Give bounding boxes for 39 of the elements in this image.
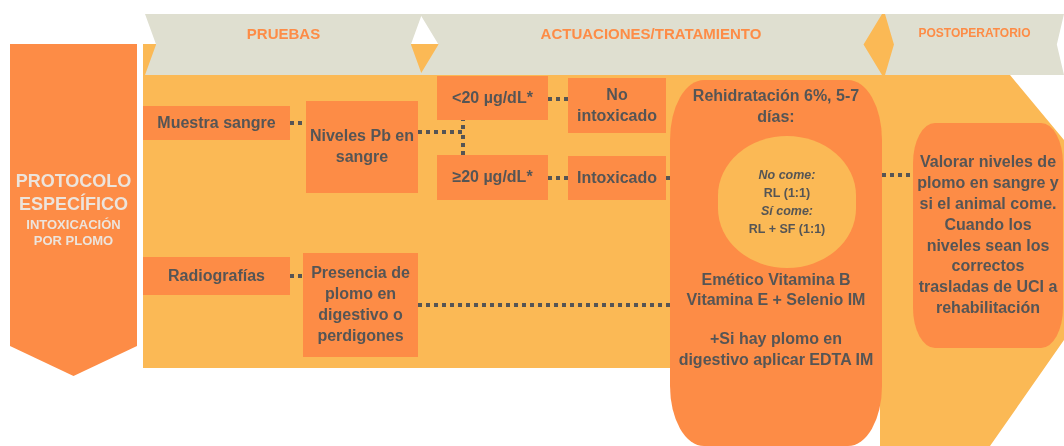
process-box xyxy=(568,78,666,133)
process-box xyxy=(143,106,290,140)
postoperative-box xyxy=(913,123,1063,348)
box-text: Niveles Pb en sangre xyxy=(308,126,415,167)
process-box xyxy=(303,253,418,357)
process-box xyxy=(143,257,290,295)
header-label: POSTOPERATORIO xyxy=(917,25,1032,42)
box-text: ≥20 µg/dL* xyxy=(451,167,534,188)
box-text: Muestra sangre xyxy=(156,112,277,133)
box-text: Sí come: xyxy=(759,203,815,220)
box-text: <20 µg/dL* xyxy=(451,87,534,108)
section-header xyxy=(885,14,1064,75)
header-label: ACTUACIONES/TRATAMIENTO xyxy=(539,23,763,44)
box-text: Rehidratación 6%, 5-7 días: xyxy=(691,86,861,127)
box-text: INTOXICACIÓN POR PLOMO xyxy=(25,216,122,251)
box-text: No intoxicado xyxy=(576,84,658,126)
process-box xyxy=(568,156,666,200)
title-banner xyxy=(10,44,137,376)
box-text: Valorar niveles de plomo en sangre y si el animal come. Cuando los niveles sean los correctos trasladas de UCI a rehabilitación xyxy=(916,152,1060,318)
box-text: RL + SF (1:1) xyxy=(747,221,827,239)
box-text: PROTOCOLO ESPECÍFICO xyxy=(14,169,133,217)
process-box xyxy=(437,155,548,200)
dotted-connector xyxy=(882,173,913,177)
section-header xyxy=(145,14,422,75)
dotted-connector xyxy=(290,274,303,278)
dotted-connector xyxy=(418,130,465,155)
box-text: Intoxicado xyxy=(576,167,658,188)
box-text: RL (1:1) xyxy=(762,184,812,202)
box-text: +Si hay plomo en digestivo aplicar EDTA IM xyxy=(677,329,875,370)
process-box xyxy=(306,101,418,193)
dotted-connector xyxy=(548,176,568,180)
process-box xyxy=(437,76,548,120)
box-text: Radiografías xyxy=(167,265,266,286)
treatment-box xyxy=(670,80,882,446)
header-label: PRUEBAS xyxy=(245,23,322,44)
dotted-connector xyxy=(548,97,568,101)
box-text: No come: xyxy=(757,166,817,184)
box-text: Emético Vitamina B Vitamina E + Selenio IM xyxy=(685,269,867,311)
box-text: Presencia de plomo en digestivo o perdigones xyxy=(310,263,411,346)
